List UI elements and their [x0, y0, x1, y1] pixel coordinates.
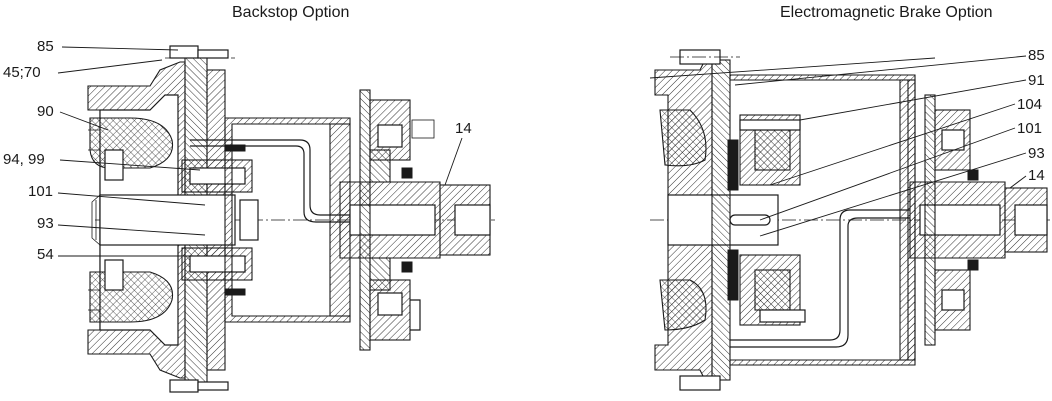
backstop-key [239, 199, 259, 241]
bolt-head-top [169, 45, 199, 59]
leader-90 [59, 111, 109, 131]
callout-54: 54 [37, 246, 54, 263]
winding-bottom [89, 271, 174, 323]
callout-101-right: 101 [1017, 120, 1043, 137]
motor-shaft [99, 194, 236, 246]
adapter-housing [224, 117, 351, 323]
lube-pipe-right [730, 209, 910, 341]
callout-101-left: 101 [28, 183, 54, 200]
winding-bottom-right [659, 279, 707, 331]
leader-85-left [61, 46, 179, 51]
callout-85-left: 85 [37, 38, 54, 55]
callout-45-70: 45;70 [3, 64, 41, 81]
leader-101-left [57, 192, 206, 206]
brake-bolt-bottom [759, 309, 806, 323]
callout-93-right: 93 [1028, 145, 1045, 162]
electromagnetic-brake-option-title: Electromagnetic Brake Option [780, 4, 993, 21]
bolt-head-bottom-right [679, 375, 721, 391]
gear-unit-flange-right [924, 94, 936, 346]
leader-93-right [759, 152, 1027, 237]
callout-104: 104 [1017, 96, 1043, 113]
leader-85-right [734, 55, 1027, 86]
leader-93-left [57, 224, 206, 236]
brake-assembly [649, 49, 1050, 391]
leader-14-left [444, 137, 463, 186]
leader-104 [769, 103, 1016, 186]
leader-top-right [649, 57, 936, 79]
leader-94-99 [59, 159, 201, 171]
leader-45-70 [57, 59, 163, 74]
brake-disc-top [727, 139, 739, 191]
callout-91: 91 [1028, 72, 1045, 89]
leader-91 [799, 79, 1027, 121]
backstop-option-title: Backstop Option [232, 4, 350, 21]
backstop-assembly [57, 45, 495, 393]
leader-101-right [759, 127, 1016, 221]
callout-85-right: 85 [1028, 47, 1045, 64]
brake-bolt-top [739, 119, 801, 131]
callout-93-left: 93 [37, 215, 54, 232]
lube-pipe-left [190, 139, 365, 216]
bolt-head-bottom [169, 379, 199, 393]
winding-top [89, 117, 174, 169]
winding-top-right [659, 109, 707, 167]
callout-90: 90 [37, 103, 54, 120]
flange-plate-right [711, 59, 731, 381]
callout-14-right: 14 [1028, 167, 1045, 184]
callout-14-left: 14 [455, 120, 472, 137]
brake-disc-bottom [727, 249, 739, 301]
leader-14-right [1009, 175, 1027, 189]
callout-94-99: 94, 99 [3, 151, 45, 168]
shaft-keyway [729, 214, 771, 226]
gear-unit-flange [359, 89, 371, 351]
